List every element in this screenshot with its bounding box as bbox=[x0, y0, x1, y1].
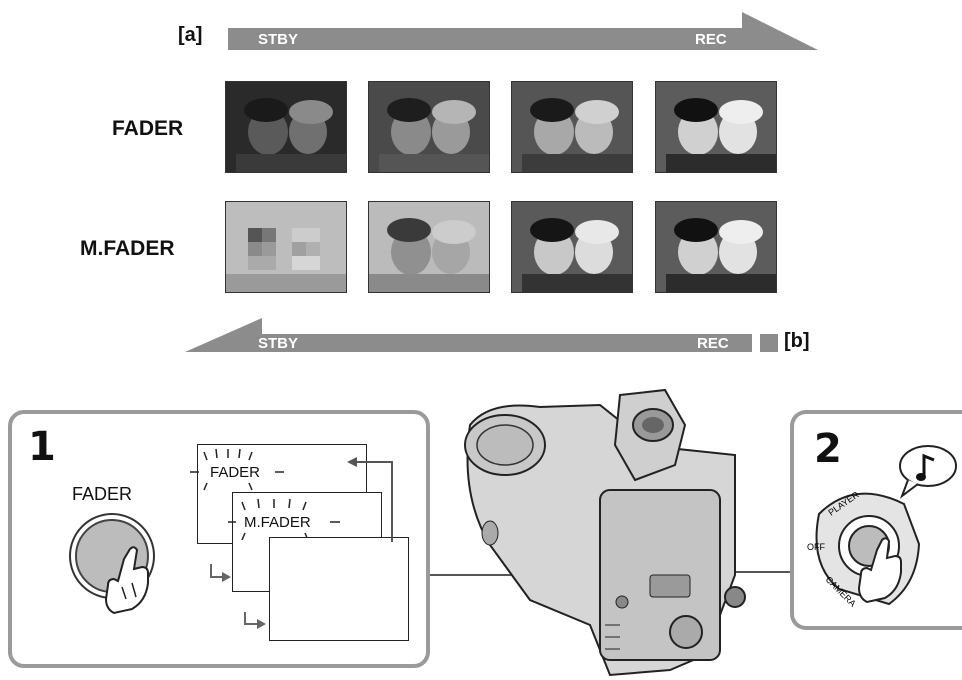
step-2-number: 2 bbox=[814, 426, 842, 472]
bottom-arrow-shape bbox=[185, 318, 752, 352]
fader-button-label: FADER bbox=[72, 484, 133, 504]
top-arrow-shape bbox=[228, 12, 818, 50]
mode-arrows bbox=[185, 12, 818, 352]
dial-off-label: OFF bbox=[807, 542, 825, 552]
mfader-frame-4 bbox=[655, 201, 777, 293]
fader-button[interactable] bbox=[62, 509, 172, 649]
fader-row-label: FADER bbox=[112, 117, 184, 140]
flash-rays-2 bbox=[228, 498, 340, 541]
mfader-frame-2 bbox=[368, 201, 490, 293]
fader-frame-3 bbox=[511, 81, 633, 173]
power-switch-dial[interactable]: PLAYER OFF CAMERA bbox=[799, 484, 934, 624]
mfader-frame-3 bbox=[511, 201, 633, 293]
step-2-panel: 2 PLAYER OFF CAMERA bbox=[790, 410, 962, 630]
step-1-panel: 1 FADER FADER M.FADER bbox=[8, 410, 430, 668]
bottom-arrow-bracket: [b] bbox=[784, 330, 810, 352]
step-1-number: 1 bbox=[28, 424, 56, 470]
camcorder-illustration bbox=[464, 388, 746, 677]
mfader-frame-1 bbox=[225, 201, 347, 293]
pressing-hand-icon-2 bbox=[857, 537, 902, 604]
osd-mfader-text: M.FADER bbox=[244, 514, 311, 531]
fader-frame-1 bbox=[225, 81, 347, 173]
viewfinder-icon bbox=[613, 388, 687, 482]
bottom-arrow-end-block bbox=[760, 334, 778, 352]
beep-speech-bubble-icon bbox=[899, 445, 957, 499]
flash-rays-1 bbox=[190, 448, 284, 491]
fader-frame-4 bbox=[655, 81, 777, 173]
pressing-hand-icon bbox=[104, 546, 149, 615]
cycle-arrows bbox=[210, 457, 393, 629]
screen-blank bbox=[269, 537, 409, 641]
bottom-arrow-end-label: REC bbox=[697, 335, 729, 352]
top-arrow-end-label: REC bbox=[695, 31, 727, 48]
mfader-row-label: M.FADER bbox=[80, 237, 175, 260]
bottom-arrow-start-label: STBY bbox=[258, 335, 299, 352]
osd-fader-text: FADER bbox=[210, 464, 261, 481]
top-arrow-bracket: [a] bbox=[178, 24, 203, 46]
top-arrow-start-label: STBY bbox=[258, 31, 299, 48]
fader-frame-2 bbox=[368, 81, 490, 173]
